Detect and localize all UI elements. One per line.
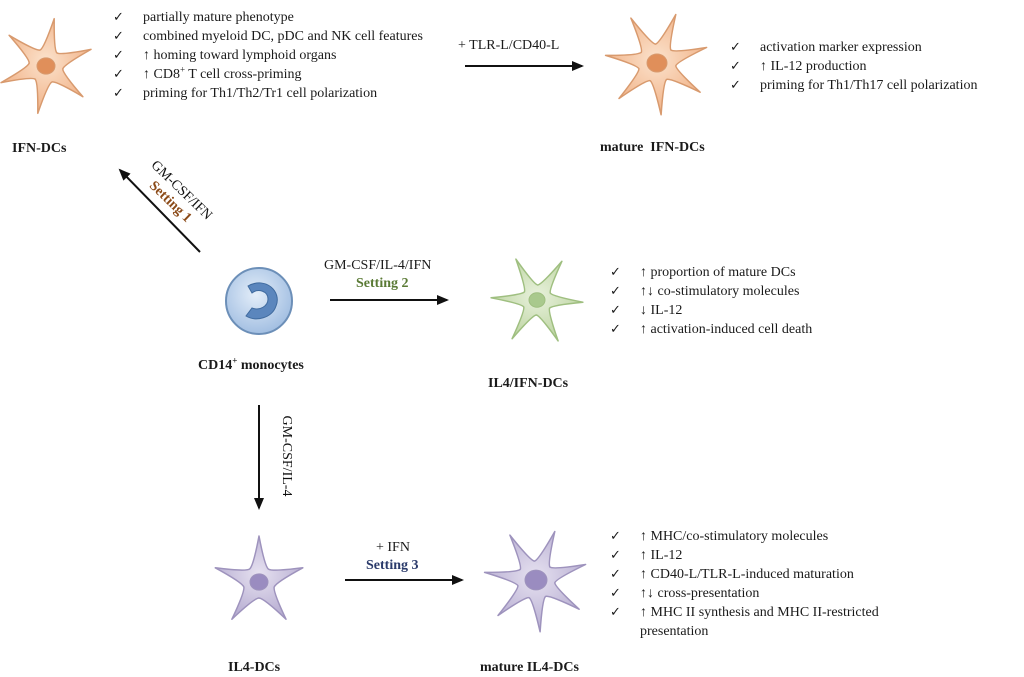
ifn-dcs-feature-list: ✓partially mature phenotype ✓combined my… <box>113 8 443 103</box>
check-icon: ✓ <box>610 567 621 582</box>
list-item: ✓↑ proportion of mature DCs <box>610 265 796 280</box>
list-item: ✓priming for Th1/Th2/Tr1 cell polarizati… <box>113 86 378 101</box>
check-icon: ✓ <box>610 605 621 620</box>
setting3-name: Setting 3 <box>366 558 419 573</box>
check-icon: ✓ <box>610 586 621 601</box>
arrow-setting1 <box>118 168 201 253</box>
mature-il4-dc-cell-icon <box>483 530 587 633</box>
list-item: ✓↑ IL-12 <box>610 548 683 563</box>
ifn-dc-cell-icon <box>0 17 92 115</box>
list-item: ✓↑ MHC II synthesis and MHC II-restricte… <box>610 605 879 639</box>
mature-il4-dcs-label: mature IL4-DCs <box>480 660 579 675</box>
list-item: ✓↑ CD40-L/TLR-L-induced maturation <box>610 567 854 582</box>
check-icon: ✓ <box>113 48 124 63</box>
il4-ifn-dc-cell-icon <box>490 258 584 342</box>
list-item: ✓↑↓ co-stimulatory molecules <box>610 284 800 299</box>
monocyte-cell-icon <box>225 267 293 335</box>
setting2-name: Setting 2 <box>356 276 409 291</box>
mature-ifn-dc-cell-icon <box>604 13 708 116</box>
list-item: ✓activation marker expression <box>730 40 922 55</box>
il4-ifn-dcs-feature-list: ✓↑ proportion of mature DCs ✓↑↓ co-stimu… <box>610 263 910 339</box>
list-item: ✓↑ MHC/co-stimulatory molecules <box>610 529 829 544</box>
check-icon: ✓ <box>610 529 621 544</box>
setting3-reagent: + IFN <box>376 540 410 555</box>
check-icon: ✓ <box>113 67 124 82</box>
check-icon: ✓ <box>113 29 124 44</box>
list-item: ✓↑ activation-induced cell death <box>610 322 813 337</box>
vertical-arrow-label: GM-CSF/IL-4 <box>279 416 294 497</box>
il4-ifn-dcs-label: IL4/IFN-DCs <box>488 376 569 391</box>
tlr-cd40l-label: + TLR-L/CD40-L <box>458 38 560 53</box>
check-icon: ✓ <box>730 59 741 74</box>
cell-nucleus <box>524 569 548 591</box>
check-icon: ✓ <box>610 322 621 337</box>
check-icon: ✓ <box>610 548 621 563</box>
check-icon: ✓ <box>610 284 621 299</box>
cell-nucleus <box>36 57 56 75</box>
list-item: ✓↑ CD8+ T cell cross-priming <box>113 64 302 82</box>
list-item: ✓↑ homing toward lymphoid organs <box>113 48 337 63</box>
list-item: ✓combined myeloid DC, pDC and NK cell fe… <box>113 29 423 44</box>
check-icon: ✓ <box>730 40 741 55</box>
check-icon: ✓ <box>730 78 741 93</box>
check-icon: ✓ <box>113 86 124 101</box>
ifn-dcs-label: IFN-DCs <box>12 141 67 156</box>
list-item: ✓priming for Th1/Th17 cell polarization <box>730 78 978 93</box>
check-icon: ✓ <box>113 10 124 25</box>
mature-ifn-dcs-feature-list: ✓activation marker expression ✓↑ IL-12 p… <box>730 38 1024 95</box>
mature-ifn-dcs-label: mature IFN-DCs <box>600 140 705 155</box>
list-item: ✓partially mature phenotype <box>113 10 294 25</box>
list-item: ✓↑ IL-12 production <box>730 59 867 74</box>
il4-dcs-label: IL4-DCs <box>228 660 281 675</box>
mature-il4-dcs-feature-list: ✓↑ MHC/co-stimulatory molecules ✓↑ IL-12… <box>610 527 920 641</box>
il4-dc-cell-icon <box>214 535 304 620</box>
cell-nucleus <box>249 573 269 591</box>
setting2-reagent: GM-CSF/IL-4/IFN <box>324 258 432 273</box>
check-icon: ✓ <box>610 303 621 318</box>
cell-nucleus <box>646 53 668 73</box>
cell-nucleus <box>528 292 546 308</box>
check-icon: ✓ <box>610 265 621 280</box>
monocytes-label: CD14+ monocytes <box>198 355 304 373</box>
list-item: ✓↑↓ cross-presentation <box>610 586 760 601</box>
list-item: ✓↓ IL-12 <box>610 303 683 318</box>
